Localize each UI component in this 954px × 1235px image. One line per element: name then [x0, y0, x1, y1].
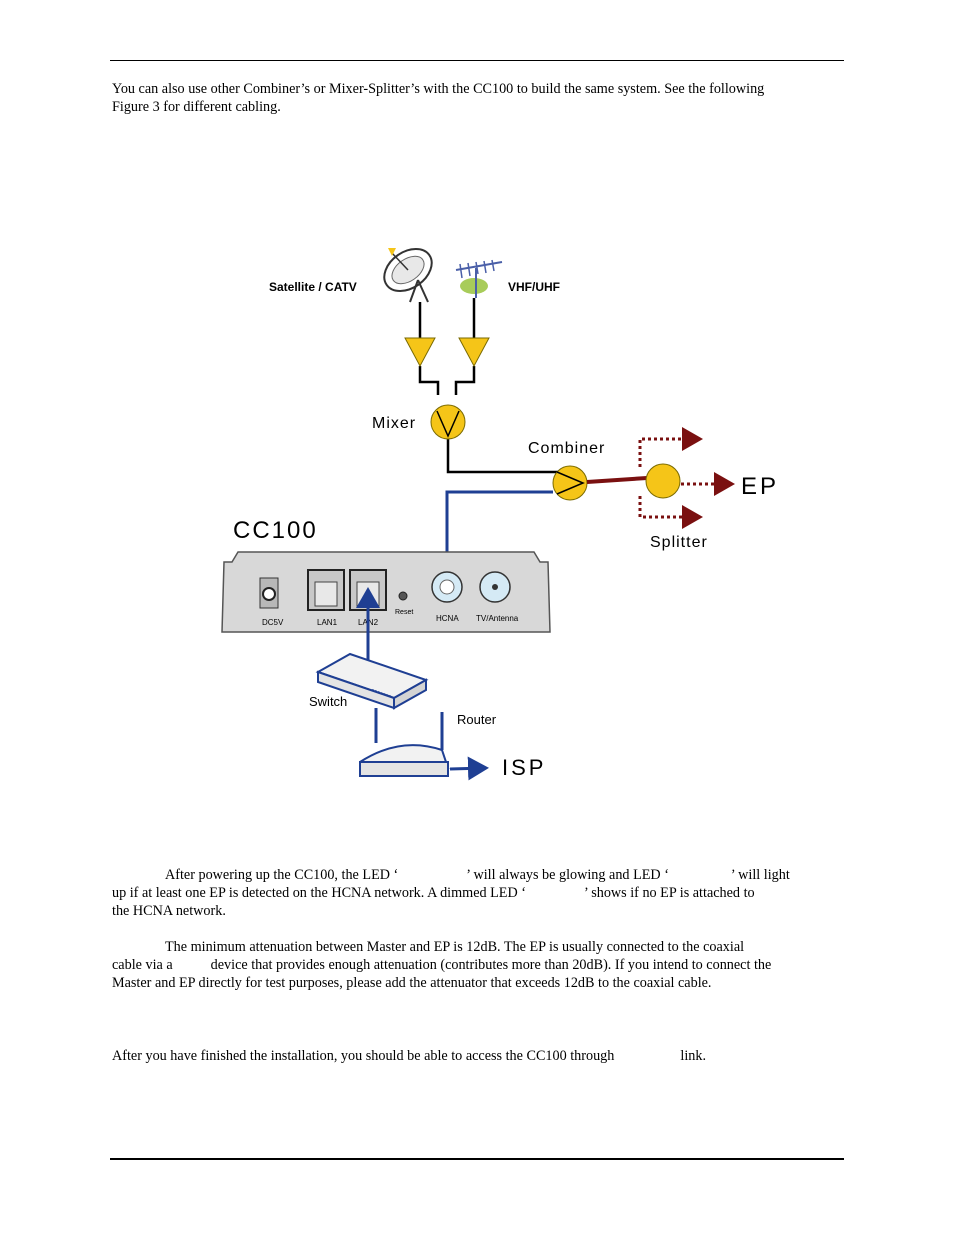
access-line-a: After you have finished the installation… — [112, 1048, 615, 1064]
isp-arrow — [449, 756, 489, 781]
intro-line-2: Figure 3 for different cabling. — [112, 99, 281, 115]
led-line-1c: ’ will light — [730, 867, 790, 883]
ep-label: EP — [741, 473, 779, 500]
router-icon — [359, 712, 450, 777]
led-line-2a: up if at least one EP is detected on the… — [112, 885, 526, 901]
port-dc-label: DC5V — [262, 618, 284, 627]
router-label: Router — [457, 712, 497, 727]
combiner-icon — [552, 465, 588, 501]
led-line-1: After powering up the CC100, the LED ‘ ’ … — [112, 866, 838, 884]
device-label: CC100 — [233, 517, 318, 544]
combiner-splitter-cable — [586, 476, 648, 484]
isp-label: ISP — [502, 755, 546, 780]
amplifier-2-icon — [458, 337, 490, 368]
satellite-catv-label: Satellite / CATV — [269, 280, 357, 294]
splitter-label: Splitter — [650, 534, 708, 551]
ep-output-arrows — [638, 427, 735, 529]
access-line-b: link. — [680, 1048, 706, 1064]
splitter-icon — [645, 463, 681, 499]
atten-line-3: Master and EP directly for test purposes… — [112, 975, 712, 991]
footer-rule — [110, 1158, 844, 1160]
led-line-2b: ’ shows if no EP is attached to — [583, 885, 755, 901]
atten-line-2: cable via a device that provides enough a… — [112, 956, 838, 974]
port-reset-label: Reset — [395, 609, 413, 616]
vhf-uhf-antenna-icon — [455, 259, 503, 298]
port-tv-label: TV/Antenna — [476, 614, 519, 623]
intro-paragraph: You can also use other Combiner’s or Mix… — [112, 80, 838, 116]
led-line-1b: ’ will always be glowing and LED ‘ — [466, 867, 669, 883]
led-paragraph: After powering up the CC100, the LED ‘ ’ … — [112, 866, 838, 920]
port-hcna-label: HCNA — [436, 614, 459, 623]
amplifier-1-icon — [404, 337, 436, 368]
port-lan1-label: LAN1 — [317, 618, 338, 627]
attenuation-paragraph: The minimum attenuation between Master a… — [112, 938, 838, 992]
mixer-label: Mixer — [372, 415, 416, 432]
access-line: After you have finished the installation… — [112, 1047, 838, 1065]
cabling-diagram: Satellite / CATV VHF/UHF Mixer Combiner — [110, 120, 844, 800]
atten-line-1: The minimum attenuation between Master a… — [165, 939, 745, 955]
atten-line-2a: cable via a — [112, 957, 173, 973]
led-line-3: the HCNA network. — [112, 903, 226, 919]
switch-label: Switch — [309, 694, 347, 709]
led-line-1a: After powering up the CC100, the LED ‘ — [165, 867, 399, 883]
satellite-dish-icon — [383, 248, 433, 303]
switch-icon — [315, 652, 429, 710]
header-rule — [110, 60, 844, 61]
vhf-uhf-label: VHF/UHF — [508, 280, 560, 294]
hcna-cable — [445, 490, 553, 580]
access-paragraph: After you have finished the installation… — [112, 1047, 838, 1065]
atten-line-2b: device that provides enough attenuation … — [210, 957, 772, 973]
combiner-label: Combiner — [528, 440, 605, 457]
intro-line-1: You can also use other Combiner’s or Mix… — [112, 81, 765, 97]
mixer-icon — [430, 404, 466, 440]
led-line-2: up if at least one EP is detected on the… — [112, 884, 838, 902]
